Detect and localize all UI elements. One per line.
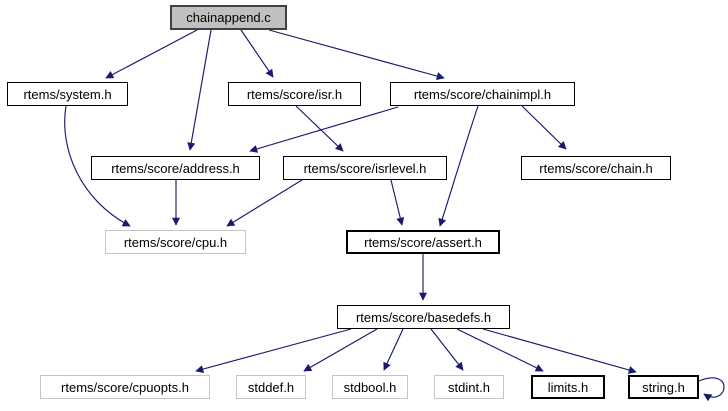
node-label: limits.h bbox=[547, 379, 589, 395]
node-label: rtems/score/address.h bbox=[111, 160, 240, 176]
node-stdbool: stdbool.h bbox=[332, 375, 408, 399]
node-chainimpl[interactable]: rtems/score/chainimpl.h bbox=[390, 82, 575, 106]
node-label: rtems/score/isr.h bbox=[246, 86, 343, 102]
node-label: rtems/score/basedefs.h bbox=[355, 309, 492, 325]
node-label: chainappend.c bbox=[186, 10, 271, 25]
node-system[interactable]: rtems/system.h bbox=[7, 82, 128, 106]
edge-isrlevel-assert bbox=[390, 179, 405, 226]
node-stddef: stddef.h bbox=[236, 375, 306, 399]
node-address[interactable]: rtems/score/address.h bbox=[91, 156, 260, 180]
node-chain[interactable]: rtems/score/chain.h bbox=[521, 156, 671, 180]
node-cpuopts: rtems/score/cpuopts.h bbox=[40, 375, 210, 399]
edge-basedefs-stdint bbox=[430, 328, 464, 371]
node-label: rtems/score/isrlevel.h bbox=[303, 160, 427, 176]
node-cpu: rtems/score/cpu.h bbox=[105, 230, 246, 254]
node-limits[interactable]: limits.h bbox=[531, 375, 605, 399]
edge-basedefs-stdbool bbox=[383, 328, 404, 371]
node-chainappend: chainappend.c bbox=[170, 5, 287, 30]
edge-chainappend-address bbox=[187, 29, 212, 151]
node-stdint: stdint.h bbox=[434, 375, 504, 399]
edge-basedefs-stddef bbox=[303, 328, 378, 372]
edge-isr-isrlevel bbox=[295, 105, 344, 152]
edge-string-string bbox=[698, 377, 725, 402]
node-label: stdbool.h bbox=[343, 379, 397, 395]
edge-basedefs-cpuopts bbox=[195, 328, 352, 373]
edge-basedefs-string bbox=[482, 328, 637, 374]
node-isrlevel[interactable]: rtems/score/isrlevel.h bbox=[283, 156, 447, 180]
node-label: rtems/score/chainimpl.h bbox=[413, 86, 552, 102]
node-label: rtems/score/chain.h bbox=[539, 160, 653, 176]
node-label: rtems/system.h bbox=[23, 86, 112, 102]
edge-system-cpu bbox=[64, 105, 131, 227]
edge-chainappend-system bbox=[105, 29, 198, 79]
node-assert[interactable]: rtems/score/assert.h bbox=[346, 230, 500, 254]
node-label: stdint.h bbox=[448, 379, 490, 395]
edge-chainimpl-assert bbox=[438, 105, 479, 227]
edge-chainappend-isr bbox=[240, 29, 274, 78]
node-label: rtems/score/assert.h bbox=[364, 234, 482, 250]
node-label: rtems/score/cpuopts.h bbox=[61, 379, 189, 395]
edge-chainimpl-chain bbox=[521, 105, 567, 150]
node-basedefs[interactable]: rtems/score/basedefs.h bbox=[337, 305, 510, 329]
edge-basedefs-limits bbox=[456, 328, 544, 372]
edge-chainimpl-address bbox=[249, 106, 399, 153]
node-label: string.h bbox=[642, 379, 685, 395]
node-label: stddef.h bbox=[247, 379, 295, 395]
edge-chainappend-chainimpl bbox=[268, 29, 445, 80]
node-string[interactable]: string.h bbox=[628, 375, 699, 399]
node-label: rtems/score/cpu.h bbox=[123, 234, 228, 250]
edge-isrlevel-cpu bbox=[226, 179, 303, 227]
node-isr[interactable]: rtems/score/isr.h bbox=[228, 82, 361, 106]
